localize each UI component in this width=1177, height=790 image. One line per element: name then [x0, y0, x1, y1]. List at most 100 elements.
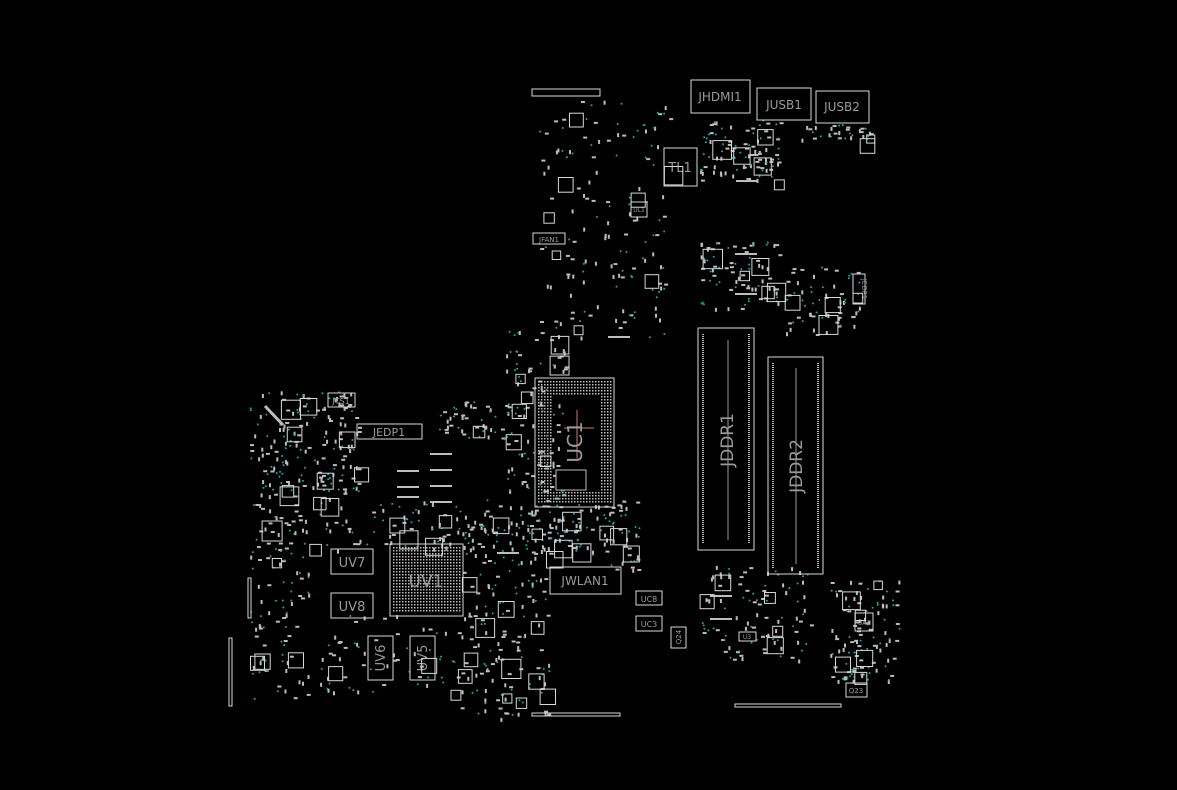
- via: [457, 426, 460, 429]
- smd-pad: [538, 623, 541, 628]
- smd-pad: [607, 489, 609, 491]
- smd-pad: [562, 387, 564, 389]
- smd-pad: [409, 528, 414, 530]
- component-uv8[interactable]: UV8: [330, 592, 374, 619]
- smd-pad: [550, 402, 552, 404]
- smd-pad: [538, 477, 540, 479]
- component-label: UC1: [563, 421, 587, 462]
- component-jwlan1[interactable]: JWLAN1: [549, 566, 622, 595]
- smd-pad: [601, 498, 603, 500]
- smd-pad: [586, 393, 588, 395]
- component-q24[interactable]: Q24: [670, 626, 687, 649]
- smd-pad: [256, 546, 261, 549]
- smd-pad: [569, 150, 571, 155]
- component-tl1[interactable]: TL1: [663, 147, 698, 187]
- smd-pad: [546, 489, 549, 494]
- via: [634, 526, 637, 528]
- component-uc3[interactable]: UC3: [635, 615, 663, 632]
- via: [788, 587, 791, 590]
- smd-pad: [405, 586, 407, 588]
- component-jedp1[interactable]: JEDP1: [356, 423, 423, 440]
- smd-pad: [432, 562, 434, 564]
- component-jddr2[interactable]: JDDR2: [767, 356, 824, 575]
- smd-pad: [583, 498, 585, 500]
- smd-pad: [855, 621, 860, 624]
- smd-pad: [837, 306, 842, 309]
- smd-pad: [751, 145, 756, 148]
- smd-pad: [505, 609, 510, 612]
- via: [556, 504, 559, 507]
- component-jsdp1[interactable]: JEDP1: [852, 273, 868, 305]
- via: [858, 281, 861, 284]
- smd-pad: [514, 440, 519, 442]
- ic-outline: [557, 177, 574, 193]
- component-jusb1[interactable]: JUSB1: [756, 87, 812, 121]
- smd-pad: [586, 495, 588, 497]
- ic-outline: [622, 545, 640, 563]
- via: [487, 533, 490, 536]
- smd-pad: [583, 492, 585, 494]
- smd-pad: [607, 423, 609, 425]
- via: [303, 542, 306, 545]
- via: [776, 296, 779, 299]
- smd-pad: [791, 271, 796, 274]
- smd-pad: [505, 712, 510, 715]
- smd-pad: [607, 396, 609, 398]
- smd-pad: [405, 604, 407, 606]
- component-q23[interactable]: Q23: [845, 682, 868, 698]
- component-uv1[interactable]: UV1: [389, 543, 464, 617]
- smd-pad: [716, 242, 721, 245]
- via: [251, 621, 253, 624]
- smd-pad: [550, 474, 552, 476]
- smd-pad: [461, 416, 464, 420]
- smd-pad: [509, 489, 512, 494]
- smd-pad: [604, 438, 606, 440]
- smd-pad: [449, 424, 454, 427]
- smd-pad: [396, 556, 398, 558]
- smd-pad: [429, 586, 431, 588]
- via: [431, 527, 434, 530]
- via: [544, 598, 547, 601]
- smd-pad: [459, 565, 461, 567]
- component-ul1[interactable]: UL1: [630, 201, 648, 218]
- via: [455, 505, 458, 508]
- smd-pad: [871, 661, 876, 664]
- smd-pad: [402, 595, 404, 597]
- component-uc8[interactable]: UC8: [635, 590, 663, 606]
- smd-pad: [442, 538, 445, 543]
- component-jfan1[interactable]: JFAN1: [532, 232, 566, 245]
- smd-pad: [465, 403, 468, 408]
- via: [868, 672, 871, 674]
- component-jhdmi1[interactable]: JHDMI1: [690, 79, 751, 114]
- smd-pad: [396, 607, 398, 609]
- smd-pad: [456, 601, 458, 603]
- component-jddr1[interactable]: JDDR1: [697, 327, 755, 551]
- smd-pad: [607, 501, 609, 503]
- smd-pad: [558, 335, 560, 340]
- smd-pad: [408, 580, 410, 582]
- component-uv7[interactable]: UV7: [330, 548, 374, 575]
- top-connector[interactable]: [531, 88, 601, 97]
- smd-pad: [393, 586, 395, 588]
- via: [802, 613, 805, 616]
- via: [523, 452, 526, 455]
- component-uv6[interactable]: UV6: [367, 635, 394, 681]
- smd-pad: [307, 572, 310, 577]
- component-jts1[interactable]: JTS1: [327, 392, 356, 408]
- smd-pad: [586, 498, 588, 500]
- component-uc1[interactable]: UC1: [534, 377, 615, 508]
- component-jusb2[interactable]: JUSB2: [815, 90, 870, 124]
- smd-pad: [339, 446, 342, 451]
- smd-pad: [393, 604, 395, 606]
- smd-pad: [515, 522, 518, 527]
- smd-pad: [544, 468, 546, 470]
- smd-pad: [504, 697, 507, 702]
- via: [712, 627, 715, 630]
- component-u3[interactable]: U3: [738, 631, 757, 642]
- via: [496, 661, 499, 664]
- smd-pad: [541, 483, 543, 485]
- component-ua1[interactable]: UA1: [854, 612, 874, 632]
- smd-pad: [884, 631, 887, 636]
- smd-pad: [411, 580, 413, 582]
